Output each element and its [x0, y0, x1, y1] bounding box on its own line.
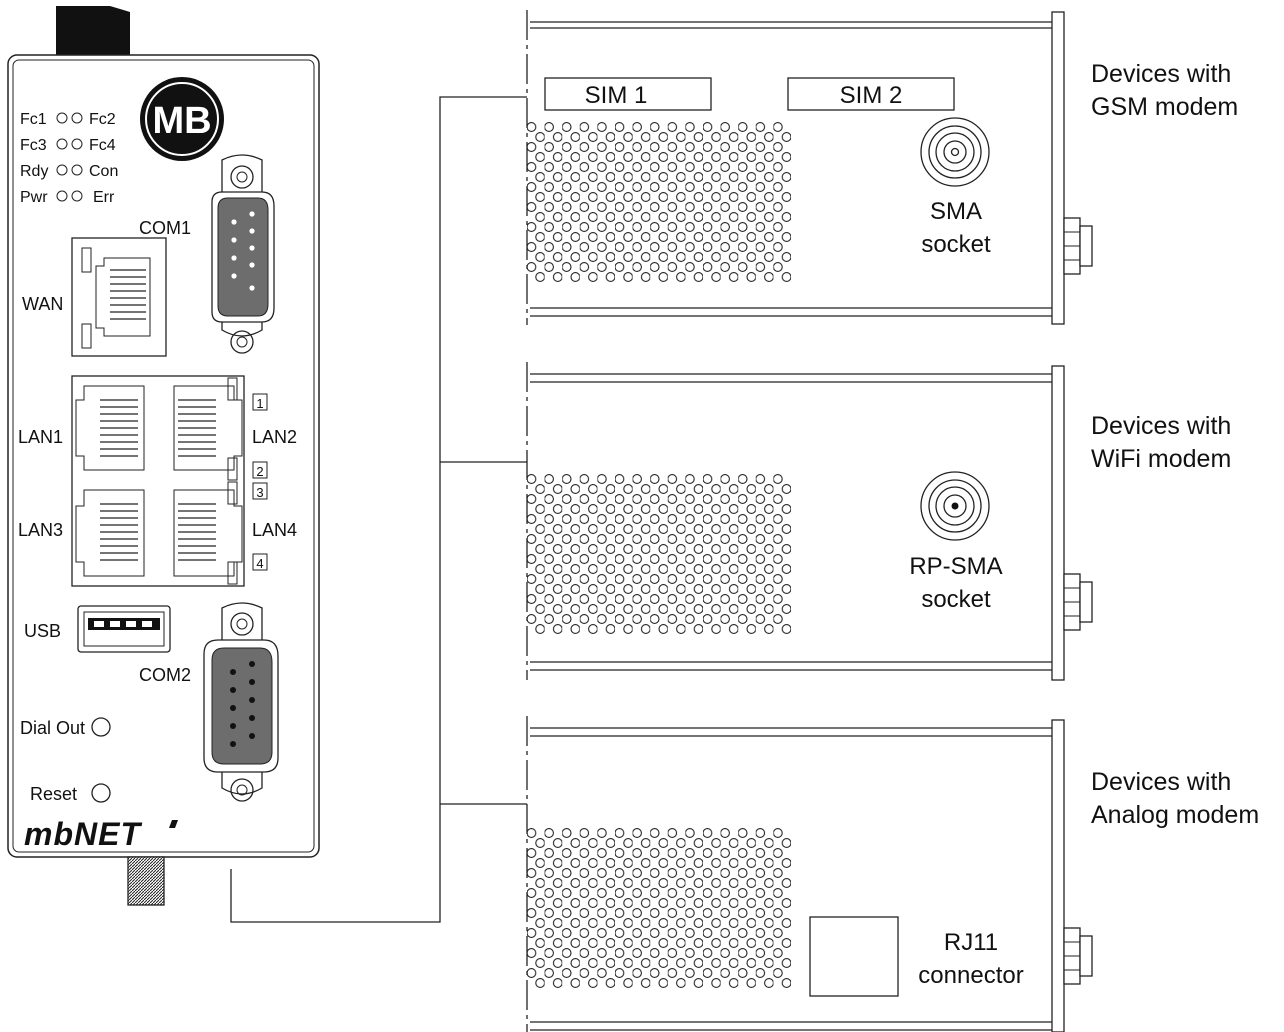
led-label-fc2: Fc2 [89, 111, 116, 128]
gsm-caption-line2: GSM modem [1091, 93, 1239, 121]
led-fc1 [56, 112, 68, 124]
sma-label-line2: socket [921, 231, 991, 258]
led-fc4 [71, 138, 83, 150]
wifi-caption-line2: WiFi modem [1091, 445, 1232, 473]
rj11-label-line1: RJ11 [944, 929, 998, 956]
lan2-label: LAN2 [252, 427, 297, 447]
dial-out-label: Dial Out [20, 718, 85, 738]
led-fc2 [71, 112, 83, 124]
led-pwr [56, 190, 68, 202]
antenna-jack-icon [127, 856, 165, 906]
analog-caption: Devices with Analog modem [1091, 766, 1259, 832]
analog-modem-module: RJ11 connector [526, 716, 1093, 1032]
sim1-slot [544, 77, 712, 111]
lan-number-4: 4 [256, 556, 263, 571]
led-con [71, 164, 83, 176]
sim1-label: SIM 1 [585, 82, 648, 109]
usb-port: USB [24, 605, 171, 653]
screw-icon [230, 165, 254, 189]
lan4-label: LAN4 [252, 520, 297, 540]
led-rdy [56, 164, 68, 176]
lan-number-1: 1 [256, 396, 263, 411]
ventilation-grid [527, 122, 791, 282]
brand-badge-text: MB [152, 100, 211, 142]
com2-port: COM2 [139, 602, 279, 802]
screw-icon [230, 330, 254, 354]
com1-label: COM1 [139, 218, 191, 238]
sim2-slot [787, 77, 955, 111]
brand-badge-circle [140, 77, 224, 161]
usb-label: USB [24, 621, 61, 641]
gsm-caption-line1: Devices with [1091, 60, 1232, 88]
rj45-socket-icon [75, 385, 145, 471]
connector-lines [230, 96, 527, 923]
led-fc3 [56, 138, 68, 150]
lan-number-3: 3 [256, 485, 263, 500]
led-label-fc3: Fc3 [20, 137, 47, 154]
lan-ports: 1 2 3 4 LAN1 LAN2 LAN3 LAN4 [18, 375, 297, 587]
lan-number-2: 2 [256, 464, 263, 479]
rj45-socket-icon [75, 489, 145, 577]
ventilation-grid [527, 474, 791, 634]
analog-caption-line1: Devices with [1091, 768, 1232, 796]
din-rail-clip [56, 6, 130, 56]
rp-sma-socket-icon [920, 471, 990, 541]
led-err [71, 190, 83, 202]
led-label-pwr: Pwr [20, 189, 48, 206]
wifi-caption-line1: Devices with [1091, 412, 1232, 440]
gsm-caption: Devices with GSM modem [1091, 58, 1238, 124]
com2-label: COM2 [139, 665, 191, 685]
reset-label: Reset [30, 784, 77, 804]
sma-socket-icon [920, 117, 990, 187]
mbnet-logo: mbNET [24, 816, 142, 852]
logo-mark-icon [169, 820, 178, 828]
rj45-socket-icon [173, 385, 243, 471]
lan1-label: LAN1 [18, 427, 63, 447]
mbnet-device: MB Fc1 Fc2 Fc3 Fc4 Rdy Con Pwr Err [7, 6, 320, 906]
screw-icon [230, 778, 254, 802]
rj11-label-line2: connector [918, 962, 1023, 989]
rj45-socket-icon [173, 489, 243, 577]
dial-out-button-icon [91, 717, 111, 737]
rj45-socket-icon [95, 257, 151, 337]
screw-icon [230, 612, 254, 636]
lan3-label: LAN3 [18, 520, 63, 540]
led-label-err: Err [93, 189, 115, 206]
sim2-label: SIM 2 [840, 82, 903, 109]
wan-port: WAN [22, 237, 167, 357]
wifi-caption: Devices with WiFi modem [1091, 410, 1231, 476]
sma-label-line1: SMA [930, 198, 982, 225]
led-label-rdy: Rdy [20, 163, 48, 180]
rp-sma-label-line2: socket [921, 586, 991, 613]
wan-label: WAN [22, 294, 63, 314]
rj11-socket-icon [809, 916, 899, 997]
rp-sma-label-line1: RP-SMA [909, 553, 1002, 580]
led-indicators: Fc1 Fc2 Fc3 Fc4 Rdy Con Pwr Err [20, 111, 118, 206]
led-label-fc4: Fc4 [89, 137, 116, 154]
db9-connector-icon [217, 197, 269, 317]
wifi-modem-module: RP-SMA socket [526, 362, 1093, 681]
led-label-fc1: Fc1 [20, 111, 47, 128]
gsm-modem-module: SIM 1 SIM 2 SMA socket [526, 10, 1093, 325]
led-label-con: Con [89, 163, 118, 180]
analog-caption-line2: Analog modem [1091, 801, 1260, 829]
com1-port: COM1 [139, 154, 275, 354]
ventilation-grid [527, 828, 791, 988]
reset-button-icon [91, 783, 111, 803]
db9-connector-icon [211, 647, 273, 765]
